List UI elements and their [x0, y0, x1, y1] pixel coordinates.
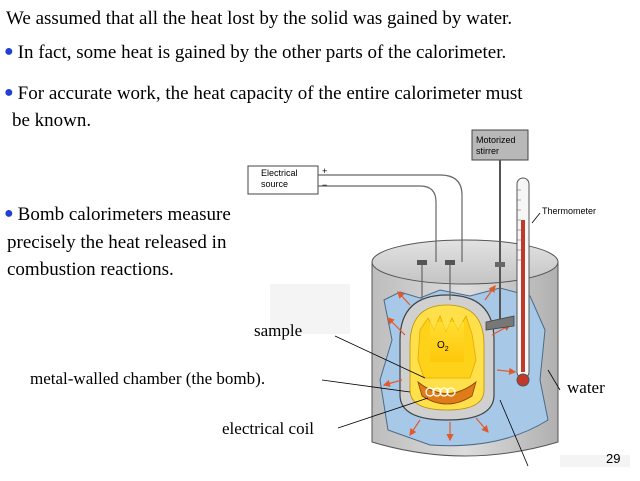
bullet-dot-icon: ● [4, 43, 14, 60]
faint-patch [560, 455, 630, 467]
electrical-wires [318, 174, 463, 300]
electrical-coil-label: electrical coil [222, 419, 315, 438]
oxygen-zone [430, 322, 464, 362]
calorimeter-lid [371, 239, 559, 285]
lid-terminals [417, 260, 455, 265]
electrical-coil-icon [425, 387, 456, 397]
bullet-item: ●In fact, some heat is gained by the oth… [4, 42, 506, 65]
bullet-dot-icon: ● [4, 84, 14, 101]
faint-patch [270, 284, 350, 334]
bullet-text: In fact, some heat is gained by the othe… [17, 42, 507, 63]
minus-terminal-label: − [322, 180, 328, 190]
bullet-dot-icon: ● [4, 205, 14, 222]
bullet-item: ●For accurate work, the heat capacity of… [4, 83, 523, 106]
label-leader-lines [321, 212, 561, 467]
intro-line: We assumed that all the heat lost by the… [6, 8, 513, 29]
page-number: 29 [606, 451, 621, 466]
heat-arrows [382, 285, 517, 442]
water-label: water [567, 378, 605, 397]
motorized-stirrer [471, 129, 529, 331]
electrical-source-label: Electrical source [261, 168, 298, 189]
bullet-continuation: combustion reactions. [7, 259, 174, 280]
stirrer-blade [485, 315, 515, 331]
electrical-source-box [247, 165, 319, 195]
bullet-continuation: be known. [12, 110, 92, 131]
stirrer-post [495, 262, 505, 267]
stirrer-motor-box [471, 129, 529, 161]
oxygen-label: O2 [437, 340, 449, 353]
sample-cup [417, 380, 477, 405]
chamber-label: metal-walled chamber (the bomb). [30, 369, 266, 388]
thermometer-label: Thermometer [542, 206, 597, 216]
bullet-item: ●Bomb calorimeters measure [4, 204, 231, 227]
plus-terminal-label: + [322, 166, 328, 176]
thermometer-icon [516, 177, 530, 387]
sample-label: sample [254, 321, 303, 340]
bullet-continuation: precisely the heat released in [7, 232, 227, 253]
bullet-text: For accurate work, the heat capacity of … [17, 83, 523, 104]
bullet-text: Bomb calorimeters measure [17, 204, 231, 225]
motorized-stirrer-label: Motorized stirrer [476, 135, 516, 156]
